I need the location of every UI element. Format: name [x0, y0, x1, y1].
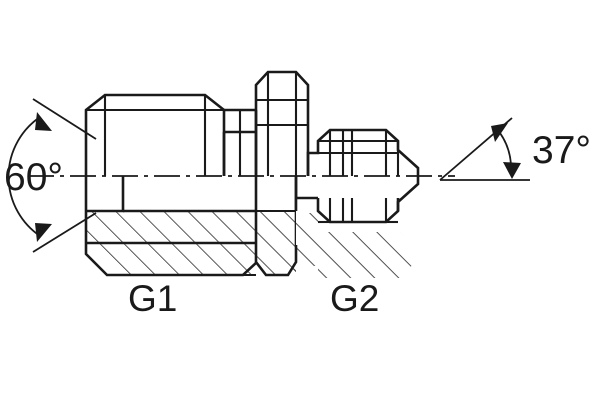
g2-section: [294, 176, 420, 278]
g1-hex-body: [84, 93, 258, 176]
leader-line-60-upper: [32, 98, 97, 140]
section-hatched-region: [84, 176, 420, 278]
angle-arc-60: [7, 116, 41, 237]
port-label-g2: G2: [330, 278, 379, 319]
g2-threaded-end: [306, 128, 420, 176]
dimension-60-degrees: 60°: [4, 98, 97, 253]
arrow-up-right-icon: [491, 123, 508, 142]
angle-label-60: 60°: [4, 156, 63, 199]
port-labels: G1 G2: [128, 278, 379, 319]
hatch-fill-g2: [296, 213, 419, 278]
dimension-37-degrees: 37°: [439, 117, 591, 181]
mid-hex-section: [254, 176, 298, 277]
arrow-up-left-icon: [35, 112, 52, 131]
port-label-g1: G1: [128, 278, 177, 319]
leader-line-60-lower: [32, 212, 97, 253]
arrow-down-right-icon: [503, 162, 521, 179]
mid-hex-nut: [254, 70, 310, 176]
hatch-fill-mid: [256, 211, 296, 275]
angle-label-37: 37°: [532, 129, 591, 172]
arrow-down-left-icon: [35, 223, 52, 242]
